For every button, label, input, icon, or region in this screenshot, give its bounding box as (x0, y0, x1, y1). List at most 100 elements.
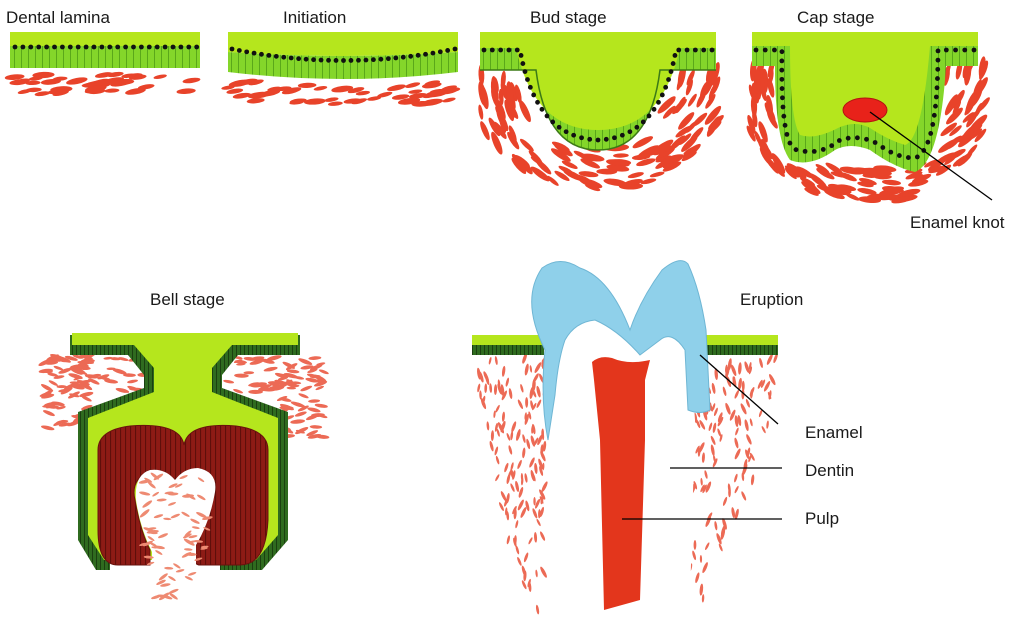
mesenchymal-cell (506, 433, 511, 442)
mesenchymal-cell (491, 430, 494, 441)
mesenchymal-cell (704, 470, 708, 479)
cell-nucleus (579, 135, 584, 140)
dental-lamina-stage (5, 32, 201, 97)
mesenchymal-cell (702, 452, 706, 463)
mesenchymal-cell (761, 426, 767, 434)
cell-nucleus (252, 51, 257, 56)
cell-nucleus (812, 149, 817, 154)
cell-nucleus (779, 77, 784, 82)
cell-nucleus (311, 57, 316, 62)
mesenchymal-cell (694, 572, 700, 583)
mesenchymal-cell (47, 405, 59, 409)
cell-nucleus (131, 45, 136, 50)
cell-nucleus (356, 58, 361, 63)
cell-nucleus (349, 58, 354, 63)
mesenchymal-cell (536, 518, 542, 526)
cell-nucleus (171, 45, 176, 50)
mesenchymal-cell (518, 137, 535, 153)
mesenchymal-cell (734, 448, 742, 460)
mesenchymal-cell (308, 399, 320, 403)
cell-nucleus (781, 105, 786, 110)
mesenchymal-cell (627, 171, 644, 179)
mesenchymal-cell (53, 365, 64, 371)
mesenchymal-cell (310, 425, 323, 429)
cell-nucleus (515, 48, 520, 53)
cell-nucleus (179, 45, 184, 50)
cell-nucleus (540, 107, 545, 112)
mesenchymal-cell (535, 604, 539, 614)
cell-nucleus (401, 55, 406, 60)
mesenchymal-cell (534, 463, 538, 474)
cell-nucleus (274, 54, 279, 59)
mesenchymal-cell (691, 550, 696, 560)
mesenchymal-cell (766, 353, 774, 365)
cell-nucleus (519, 53, 524, 58)
cell-nucleus (930, 122, 935, 127)
mesenchymal-cell (674, 96, 687, 115)
cell-nucleus (100, 45, 105, 50)
mesenchymal-cell (533, 361, 542, 373)
cell-nucleus (289, 56, 294, 61)
cell-nucleus (641, 120, 646, 125)
mesenchymal-cell (724, 402, 731, 415)
mesenchymal-cell (153, 74, 167, 80)
mesenchymal-cell (516, 556, 522, 566)
cell-nucleus (936, 58, 941, 63)
cell-nucleus (281, 55, 286, 60)
mesenchymal-cell (48, 379, 59, 387)
mesenchymal-cell (290, 419, 305, 425)
mesenchymal-cell (442, 97, 456, 104)
mesenchymal-cell (41, 425, 55, 432)
mesenchymal-cell (734, 485, 740, 493)
mesenchymal-cell (686, 93, 698, 108)
mesenchymal-cell (649, 171, 665, 179)
mesenchymal-cell (494, 474, 500, 482)
cell-nucleus (550, 120, 555, 125)
cell-nucleus (84, 45, 89, 50)
mesenchymal-cell (510, 421, 517, 433)
mesenchymal-cell (488, 357, 492, 365)
lamina-mesenchyme (5, 71, 201, 97)
mesenchymal-cell (42, 409, 55, 417)
mesenchymal-cell (702, 594, 705, 603)
mesenchymal-cell (67, 390, 80, 400)
cell-nucleus (794, 147, 799, 152)
mesenchymal-cell (750, 474, 754, 485)
mesenchymal-cell (744, 419, 750, 431)
cell-nucleus (647, 114, 652, 119)
cell-nucleus (445, 48, 450, 53)
cell-nucleus (656, 100, 661, 105)
mesenchymal-cell (522, 447, 526, 458)
cell-nucleus (266, 53, 271, 58)
mesenchymal-cell (351, 97, 368, 106)
cell-nucleus (525, 77, 530, 82)
cell-nucleus (780, 49, 785, 54)
mesenchymal-cell (495, 456, 500, 465)
gingiva-right (706, 335, 778, 345)
bell-stage (38, 333, 330, 601)
mesenchymal-cell (105, 88, 120, 93)
cell-nucleus (587, 137, 592, 142)
mesenchymal-cell (699, 583, 704, 595)
mesenchymal-cell (486, 421, 489, 430)
cell-nucleus (520, 61, 525, 66)
lamina-epithelium (10, 32, 200, 46)
mesenchymal-cell (733, 473, 738, 482)
cell-nucleus (107, 45, 112, 50)
cap-stage (745, 32, 992, 205)
cell-nucleus (13, 45, 18, 50)
mesenchymal-cell (722, 496, 728, 506)
cell-nucleus (772, 48, 777, 53)
mesenchymal-cell (718, 543, 723, 552)
cell-nucleus (928, 131, 933, 136)
cell-nucleus (423, 52, 428, 57)
cell-nucleus (68, 45, 73, 50)
mesenchymal-cell (223, 379, 234, 384)
mesenchymal-cell (494, 384, 497, 395)
cell-nucleus (693, 48, 698, 53)
mesenchymal-cell (498, 502, 505, 512)
cell-nucleus (634, 125, 639, 130)
cell-nucleus (779, 59, 784, 64)
mesenchymal-cell (517, 99, 533, 124)
mesenchymal-cell (494, 446, 499, 456)
